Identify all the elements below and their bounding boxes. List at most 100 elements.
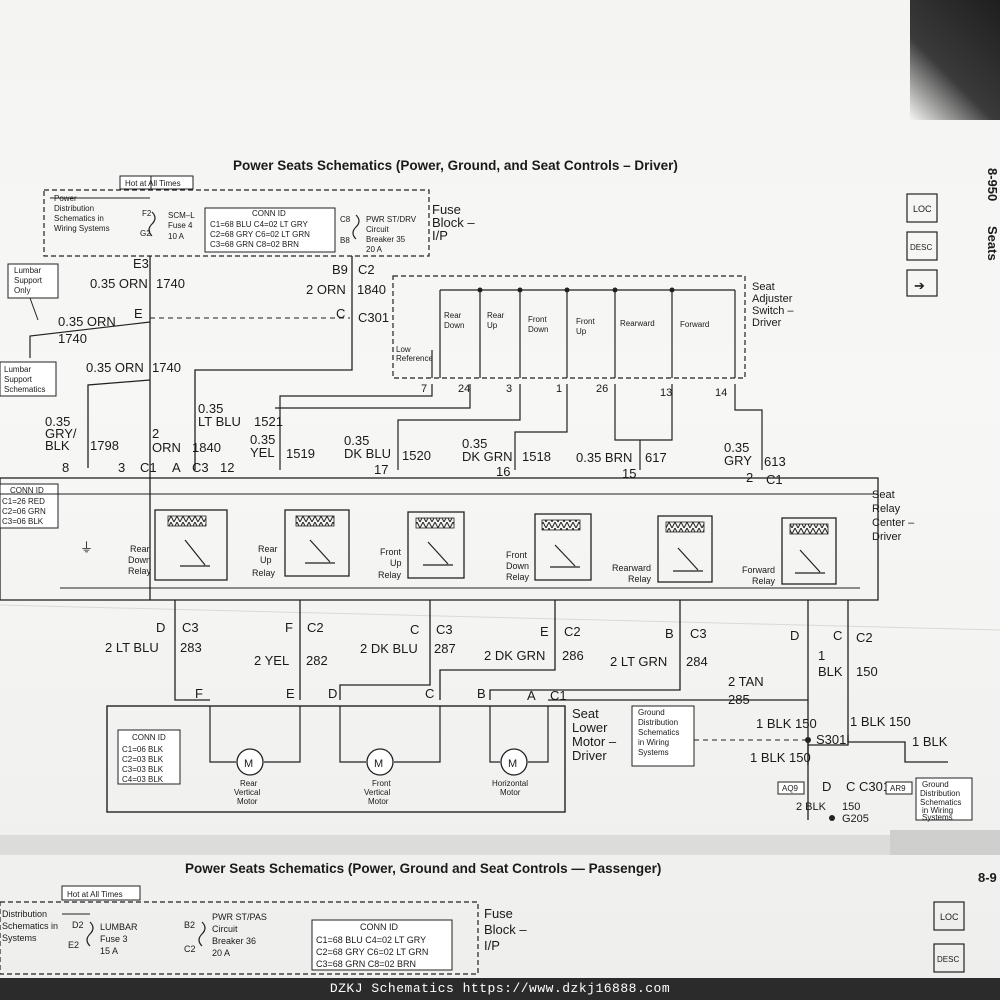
ground-circuit-150: 150 <box>842 801 860 813</box>
switch-pin-14: 14 <box>715 387 727 399</box>
ground-wire-d: 1 BLK <box>912 734 948 749</box>
motor-conn-row-3: C4=03 BLK <box>122 775 164 784</box>
ground-dist-b-3: in Wiring <box>922 806 953 815</box>
wire-yel-1: YEL <box>250 445 275 460</box>
motor-m-1: M <box>244 758 253 770</box>
switch-rear-up-0: Rear <box>487 311 505 320</box>
switch-front-down-1: Down <box>528 325 548 334</box>
relay-front-up <box>407 511 465 579</box>
section-name: Seats <box>985 226 1000 261</box>
relay-center-3: Driver <box>872 531 902 543</box>
front-vertical-motor-icon <box>366 748 394 776</box>
loc-icon[interactable] <box>906 193 938 223</box>
out-pin-c3-a: C3 <box>182 620 199 635</box>
relay-rear-up-1: Up <box>260 555 272 565</box>
motor-rear-1: Vertical <box>234 788 260 797</box>
relay-front-up-1: Up <box>390 558 402 568</box>
lower-pin-c2: C2 <box>184 944 196 954</box>
lower-dist-2: Systems <box>2 933 37 943</box>
desc-icon[interactable] <box>906 231 938 261</box>
relay-center-1: Relay <box>872 503 901 515</box>
seat-adj-1: Adjuster <box>752 293 793 305</box>
connector-aq9: AQ9 <box>782 784 799 793</box>
relay-center-2: Center – <box>872 517 915 529</box>
rear-vertical-motor-icon <box>236 748 264 776</box>
motor-horizontal-1: Motor <box>500 788 521 797</box>
lower-loc-icon[interactable] <box>933 901 965 931</box>
page-number: 8-950 <box>985 168 1000 201</box>
lower-pwr-2: Breaker 36 <box>212 936 256 946</box>
relay-front-down-1: Down <box>506 561 529 571</box>
out-pin-c2-b: C2 <box>564 624 581 639</box>
relay-pin-c1: C1 <box>140 460 157 475</box>
circuit-1520: 1520 <box>402 448 431 463</box>
ground-wire-2blk: 2 BLK <box>796 801 827 813</box>
ground-dist-b-4: Systems <box>922 813 953 822</box>
pin-g2: G2 <box>140 229 151 238</box>
power-dist-3: Wiring Systems <box>54 224 110 233</box>
motor-pin-d: D <box>328 686 337 701</box>
lower-dist-0: Distribution <box>2 909 47 919</box>
relay-pin-15: 15 <box>622 466 636 481</box>
motor-conn-row-2: C3=03 BLK <box>122 765 164 774</box>
loc-label: LOC <box>913 204 932 214</box>
switch-rear-down-1: Down <box>444 321 464 330</box>
circuit-1519: 1519 <box>286 446 315 461</box>
lower-hot-at-all-times: Hot at All Times <box>67 890 123 899</box>
relay-rear-down-2: Relay <box>128 566 152 576</box>
fuse-block-2: I/P <box>432 228 448 243</box>
ground-g205: G205 <box>842 813 869 825</box>
wire-gry-0: 0.35 <box>724 440 749 455</box>
out-pin-c: C <box>410 622 419 637</box>
next-arrow-icon[interactable] <box>906 269 938 297</box>
fuse-block-1: Block – <box>432 215 475 230</box>
relay-rear-up-0: Rear <box>258 544 278 554</box>
lower-conn-id-title: CONN ID <box>360 922 399 932</box>
lower-fuse-0: LUMBAR <box>100 922 138 932</box>
out-pin-c3-c: C3 <box>690 626 707 641</box>
desc-label: DESC <box>910 243 932 252</box>
horizontal-motor-icon <box>500 748 528 776</box>
wire-gry-1: GRY <box>724 453 752 468</box>
out-pin-c2-c: C2 <box>856 630 873 645</box>
out-pin-d: D <box>156 620 165 635</box>
lower-fuse-block-2: I/P <box>484 938 500 953</box>
circuit-1521: 1521 <box>254 414 283 429</box>
out-pin-c2-a: C2 <box>307 620 324 635</box>
watermark-bar: DZKJ Schematics https://www.dzkj16888.co… <box>0 978 1000 1000</box>
fuse-conn-row-0: C1=68 BLU C4=02 LT GRY <box>210 220 309 229</box>
lumbar-only-1: Support <box>14 276 43 285</box>
wire-2-orn-b-1: ORN <box>152 440 181 455</box>
power-dist-2: Schematics in <box>54 214 104 223</box>
relay-front-down-2: Relay <box>506 572 530 582</box>
ground-dist-2: Schematics <box>638 728 679 737</box>
wire-lt-blu-1: LT BLU <box>198 414 241 429</box>
switch-front-up-1: Up <box>576 327 587 336</box>
circuit-1740: 1740 <box>156 276 185 291</box>
motor-pin-c: C <box>425 686 434 701</box>
relay-pin-a: A <box>172 460 181 475</box>
relay-center-0: Seat <box>872 489 895 501</box>
lower-desc-icon[interactable] <box>933 943 965 973</box>
lower-conn-row-1: C2=68 GRY C6=02 LT GRN <box>316 947 428 957</box>
lower-pwr-3: 20 A <box>212 948 230 958</box>
ground-dist-b-2: Schematics <box>920 798 961 807</box>
lower-page-edge: 8-9 <box>978 870 997 885</box>
pin-e-c301: E <box>134 306 143 321</box>
ground-dist-1: Distribution <box>638 718 678 727</box>
wire-2-tan: 2 TAN <box>728 674 764 689</box>
relay-rear-up-2: Relay <box>252 568 276 578</box>
lumbar-sch-0: Lumbar <box>4 365 31 374</box>
motor-pin-a: A <box>527 688 536 703</box>
pin-c2-top: C2 <box>358 262 375 277</box>
lower-dist-1: Schematics in <box>2 921 58 931</box>
switch-front-up-0: Front <box>576 317 595 326</box>
lower-conn-row-0: C1=68 BLU C4=02 LT GRY <box>316 935 426 945</box>
wire-2-lt-grn: 2 LT GRN <box>610 654 667 669</box>
wire-2-orn-b-0: 2 <box>152 426 159 441</box>
ground-dist-0: Ground <box>638 708 665 717</box>
low-ref-0: Low <box>396 345 411 354</box>
lower-pwr-0: PWR ST/PAS <box>212 912 267 922</box>
relay-front-up-0: Front <box>380 547 402 557</box>
